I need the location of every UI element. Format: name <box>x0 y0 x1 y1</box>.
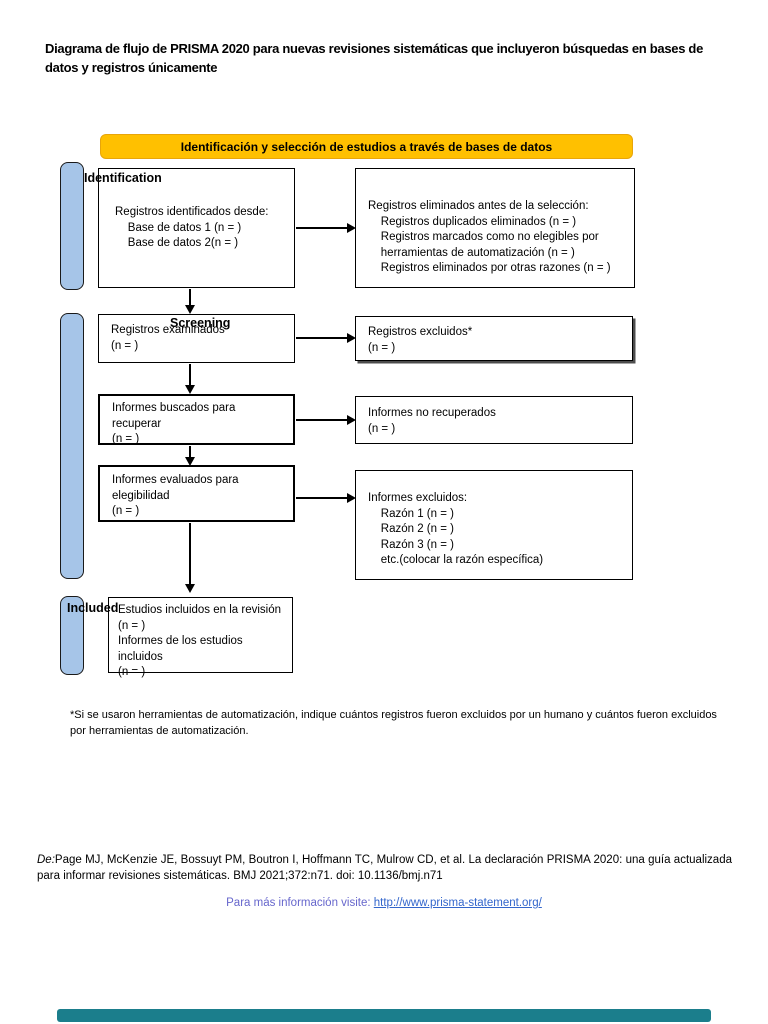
box-records-excluded-text: Registros excluidos* (n = ) <box>368 326 473 354</box>
more-info-label: Para más información visite: <box>226 897 374 909</box>
prisma-statement-link[interactable]: http://www.prisma-statement.org/ <box>373 897 542 909</box>
citation: De:Page MJ, McKenzie JE, Bossuyt PM, Bou… <box>37 852 732 884</box>
arrow-identified-to-screened <box>189 289 191 305</box>
stage-label-included: Included <box>67 601 119 615</box>
arrow-identified-to-removed <box>296 227 347 229</box>
box-records-screened: Registros examinados (n = ) <box>98 314 295 363</box>
arrow-sought-to-assessed <box>189 446 191 457</box>
arrow-assessed-to-reports-excluded <box>296 497 347 499</box>
more-info-line: Para más información visite: http://www.… <box>0 897 768 909</box>
box-reports-assessed-text: Informes evaluados para elegibilidad (n … <box>112 474 239 517</box>
stage-bar-screening <box>60 313 84 579</box>
page-progress-bar[interactable] <box>57 1009 711 1022</box>
box-records-removed: Registros eliminados antes de la selecci… <box>355 168 635 288</box>
arrow-screened-to-excluded <box>296 337 347 339</box>
page-title: Diagrama de flujo de PRISMA 2020 para nu… <box>45 41 704 75</box>
box-reports-excluded: Informes excluidos: Razón 1 (n = ) Razón… <box>355 470 633 580</box>
stage-label-screening: Screening <box>170 316 231 330</box>
box-records-identified-text: Registros identificados desde: Base de d… <box>115 206 269 249</box>
box-reports-assessed: Informes evaluados para elegibilidad (n … <box>98 465 295 522</box>
arrow-screened-to-sought <box>189 364 191 385</box>
box-reports-excluded-text: Informes excluidos: Razón 1 (n = ) Razón… <box>368 492 544 566</box>
box-reports-sought: Informes buscados para recuperar (n = ) <box>98 394 295 445</box>
arrow-sought-to-not-retrieved <box>296 419 347 421</box>
citation-text: Page MJ, McKenzie JE, Bossuyt PM, Boutro… <box>37 854 732 883</box>
citation-prefix: De: <box>37 854 55 866</box>
box-studies-included: Estudios incluidos en la revisión (n = )… <box>108 597 293 678</box>
stage-label-identification: Identification <box>84 171 162 185</box>
stage-bar-included <box>60 596 84 675</box>
arrow-assessed-to-included <box>189 523 191 584</box>
box-records-identified: Registros identificados desde: Base de d… <box>98 168 295 288</box>
box-reports-not-retrieved-text: Informes no recuperados (n = ) <box>368 407 496 435</box>
section-banner: Identificación y selección de estudios a… <box>100 134 633 159</box>
box-records-excluded: Registros excluidos* (n = ) <box>355 316 633 361</box>
box-reports-not-retrieved: Informes no recuperados (n = ) <box>355 396 633 444</box>
automation-footnote: *Si se usaron herramientas de automatiza… <box>70 709 717 737</box>
box-records-removed-text: Registros eliminados antes de la selecci… <box>368 200 611 274</box>
box-records-screened-text: Registros examinados (n = ) <box>111 324 225 352</box>
box-reports-sought-text: Informes buscados para recuperar (n = ) <box>112 402 236 445</box>
box-studies-included-text: Estudios incluidos en la revisión (n = )… <box>118 604 282 678</box>
stage-bar-identification <box>60 162 84 290</box>
